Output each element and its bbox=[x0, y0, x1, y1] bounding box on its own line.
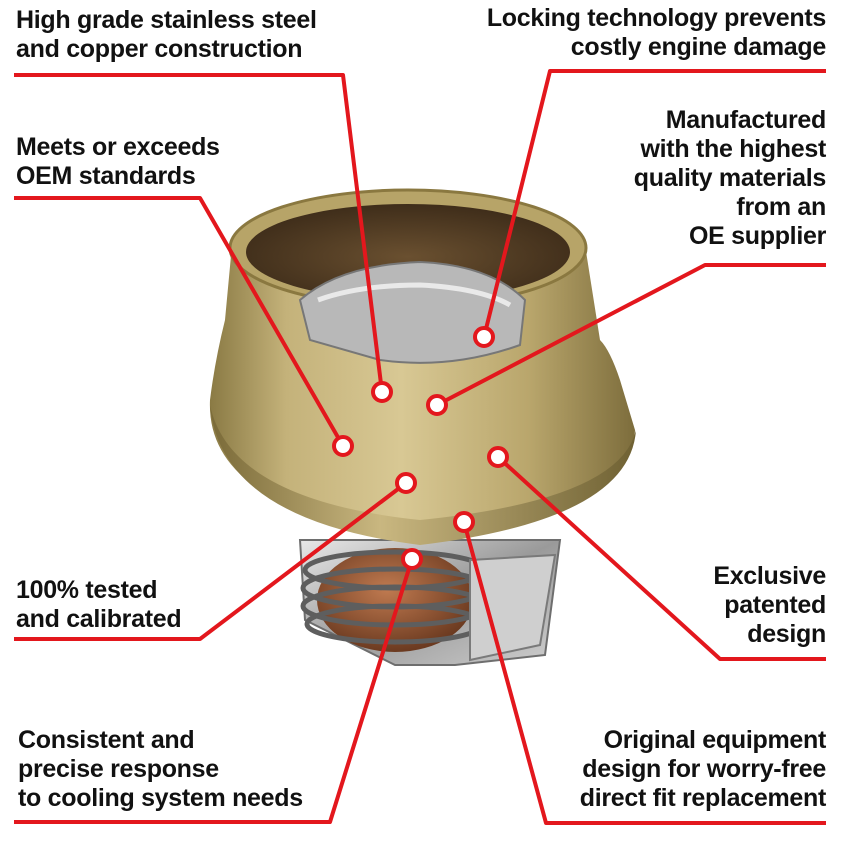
callout-locking: Locking technology prevents costly engin… bbox=[486, 4, 826, 61]
callout-lines bbox=[14, 69, 826, 825]
spring-assembly bbox=[298, 539, 562, 666]
callout-materials: Manufactured with the highest quality ma… bbox=[633, 106, 827, 250]
brass-cup bbox=[209, 188, 636, 545]
callout-direct-fit: Original equipment design for worry-free… bbox=[579, 726, 827, 812]
callout-stainless: High grade stainless steel and copper co… bbox=[16, 6, 317, 63]
callout-response: Consistent and precise response to cooli… bbox=[18, 726, 303, 812]
callout-dots bbox=[332, 326, 509, 570]
callout-patented: Exclusive patented design bbox=[713, 562, 826, 648]
callout-tested: 100% tested and calibrated bbox=[16, 576, 182, 633]
callout-oem-standards: Meets or exceeds OEM standards bbox=[16, 133, 220, 190]
